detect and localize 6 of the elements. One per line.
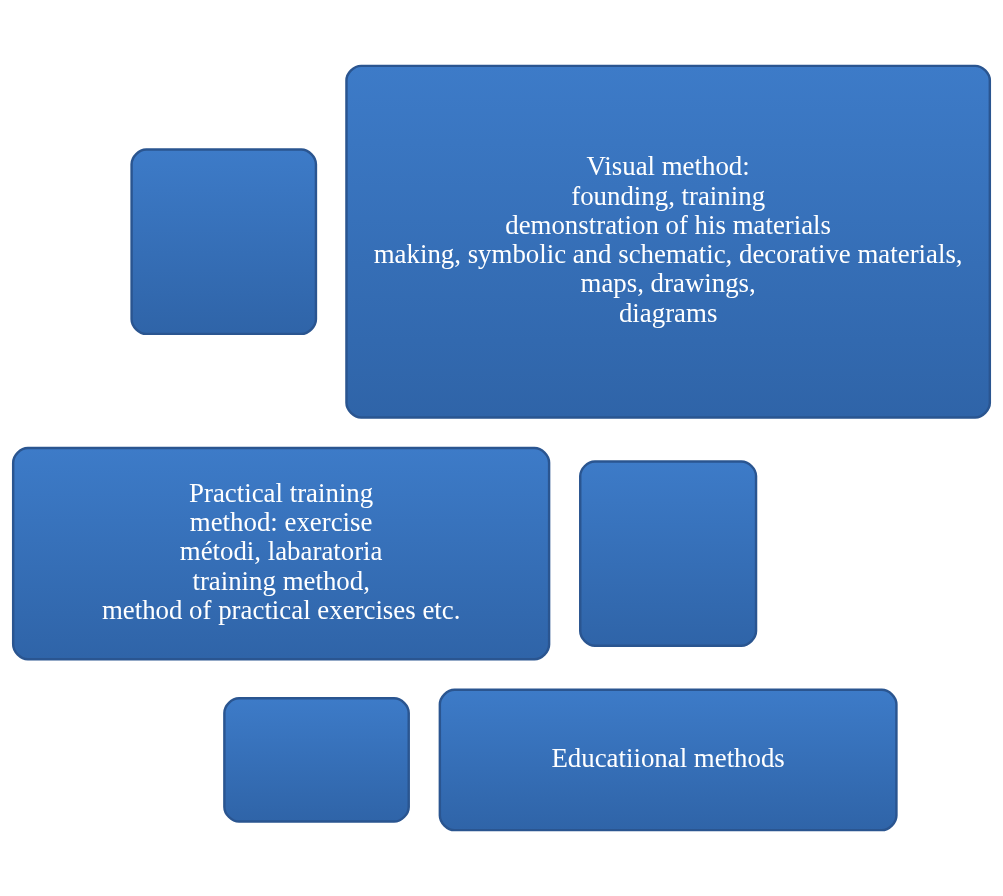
node-box — [579, 460, 758, 647]
node-box — [223, 697, 410, 823]
node-box: Practical training method: exercise métodi, labaratoria training method, method of practical exercises etc. — [11, 446, 551, 661]
node-box — [130, 148, 318, 336]
node-box: Educatiional methods — [438, 688, 898, 832]
node-box: Visual method: founding, training demonstration of his materials making, symbolic and schematic, decorative materials, maps, drawings, diagrams — [345, 64, 992, 419]
